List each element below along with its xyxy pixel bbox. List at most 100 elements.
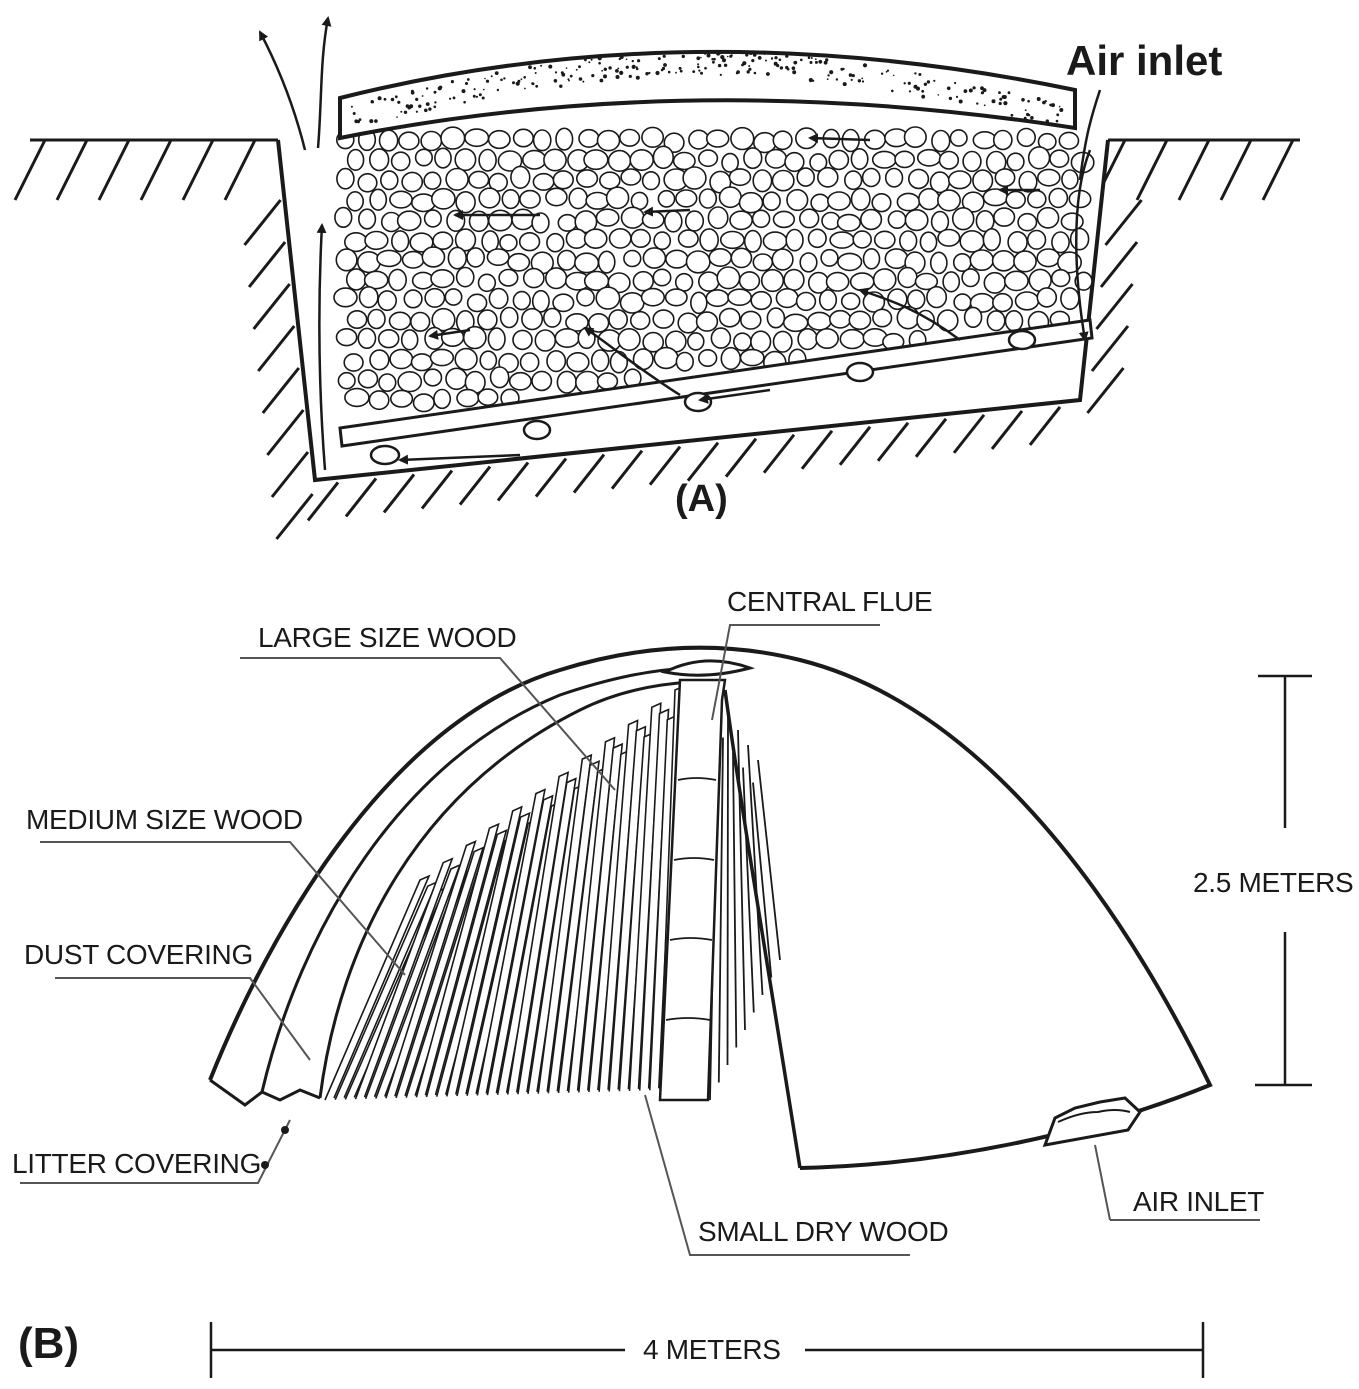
cover-grain (584, 58, 587, 62)
stone (728, 168, 752, 187)
cover-grain (648, 71, 651, 75)
stone (554, 327, 580, 348)
cover-grain (434, 101, 437, 104)
stone (641, 210, 665, 229)
hatch-line (914, 417, 948, 458)
stone (653, 346, 679, 370)
cover-grain (561, 72, 566, 77)
cover-grain (1030, 116, 1034, 120)
cover-grain (776, 64, 780, 68)
stone (762, 191, 781, 211)
stone (434, 147, 452, 169)
cover-grain (891, 89, 894, 93)
stone (959, 229, 985, 253)
stone (862, 247, 881, 270)
stone (595, 286, 621, 310)
cover-grain (603, 74, 607, 79)
stone (432, 231, 454, 250)
stone (642, 247, 667, 269)
cover-grain (850, 78, 853, 81)
wood-log (425, 828, 508, 1098)
stone (850, 148, 869, 171)
cover-grain (729, 54, 733, 58)
stone (751, 209, 771, 229)
cover-grain (535, 84, 539, 88)
cover-grain (698, 69, 701, 72)
stone (462, 325, 487, 350)
stone (607, 272, 631, 294)
stone (478, 187, 501, 209)
stone (607, 149, 632, 172)
cover-grain (433, 105, 437, 109)
litter-leader-dot-2 (261, 1161, 269, 1169)
hatch-line (496, 461, 530, 502)
cover-grain (475, 95, 479, 98)
cover-grain (450, 80, 454, 84)
cover-grain (503, 77, 506, 80)
stone (798, 208, 820, 229)
cover-grain (631, 64, 636, 69)
cover-grain (617, 67, 620, 70)
cover-grain (582, 80, 585, 83)
stone (598, 171, 621, 190)
stone (982, 188, 1009, 207)
hatch-line (762, 433, 796, 474)
air-inlet-detail (1057, 1109, 1131, 1123)
stone (697, 149, 719, 168)
cover-grain (704, 66, 707, 70)
pit-kiln-figure (13, 16, 1300, 540)
cover-grain (369, 119, 374, 124)
stone (815, 327, 840, 349)
stone (642, 331, 665, 353)
stone (903, 126, 927, 149)
stone (697, 271, 720, 292)
stone (369, 148, 390, 172)
hatch-line (181, 139, 215, 201)
cover-grain (692, 70, 696, 73)
stone (1048, 187, 1069, 209)
stone (596, 372, 619, 391)
stone (596, 129, 621, 152)
stone (771, 248, 794, 271)
large-size-wood-label: LARGE SIZE WOOD (258, 622, 517, 653)
stone (705, 289, 730, 308)
cover-grain (635, 67, 639, 71)
stone (629, 149, 655, 172)
cover-grain (418, 104, 422, 108)
stone (585, 191, 610, 210)
stone (477, 309, 498, 331)
cover-grain (615, 75, 620, 79)
stone (739, 310, 762, 330)
stone (454, 347, 478, 371)
stone (1050, 269, 1071, 288)
stone (519, 352, 540, 373)
cover-grain (716, 51, 721, 56)
stone (468, 170, 490, 189)
stone (542, 307, 562, 328)
wood-log (324, 874, 431, 1101)
stone (652, 309, 675, 329)
stone (699, 228, 720, 252)
stone (837, 252, 863, 272)
cover-grain (861, 80, 865, 83)
cover-grain (520, 78, 523, 81)
cover-grain (991, 99, 996, 104)
stone (632, 270, 654, 292)
stone (641, 126, 665, 149)
cover-grain (1056, 113, 1060, 117)
central-flue (658, 678, 727, 1102)
stone (772, 330, 793, 353)
cover-grain (485, 79, 490, 83)
cover-grain (403, 110, 408, 115)
stone (369, 349, 390, 371)
cover-grain (918, 73, 922, 76)
stone (738, 191, 764, 214)
stone (697, 348, 718, 367)
panel-a-label: (A) (675, 478, 728, 520)
stone (992, 129, 1013, 151)
mound-cut-edge (723, 689, 802, 1169)
stone (507, 252, 531, 272)
stone (953, 293, 972, 312)
hatch-line (458, 465, 492, 506)
stone (914, 272, 939, 291)
